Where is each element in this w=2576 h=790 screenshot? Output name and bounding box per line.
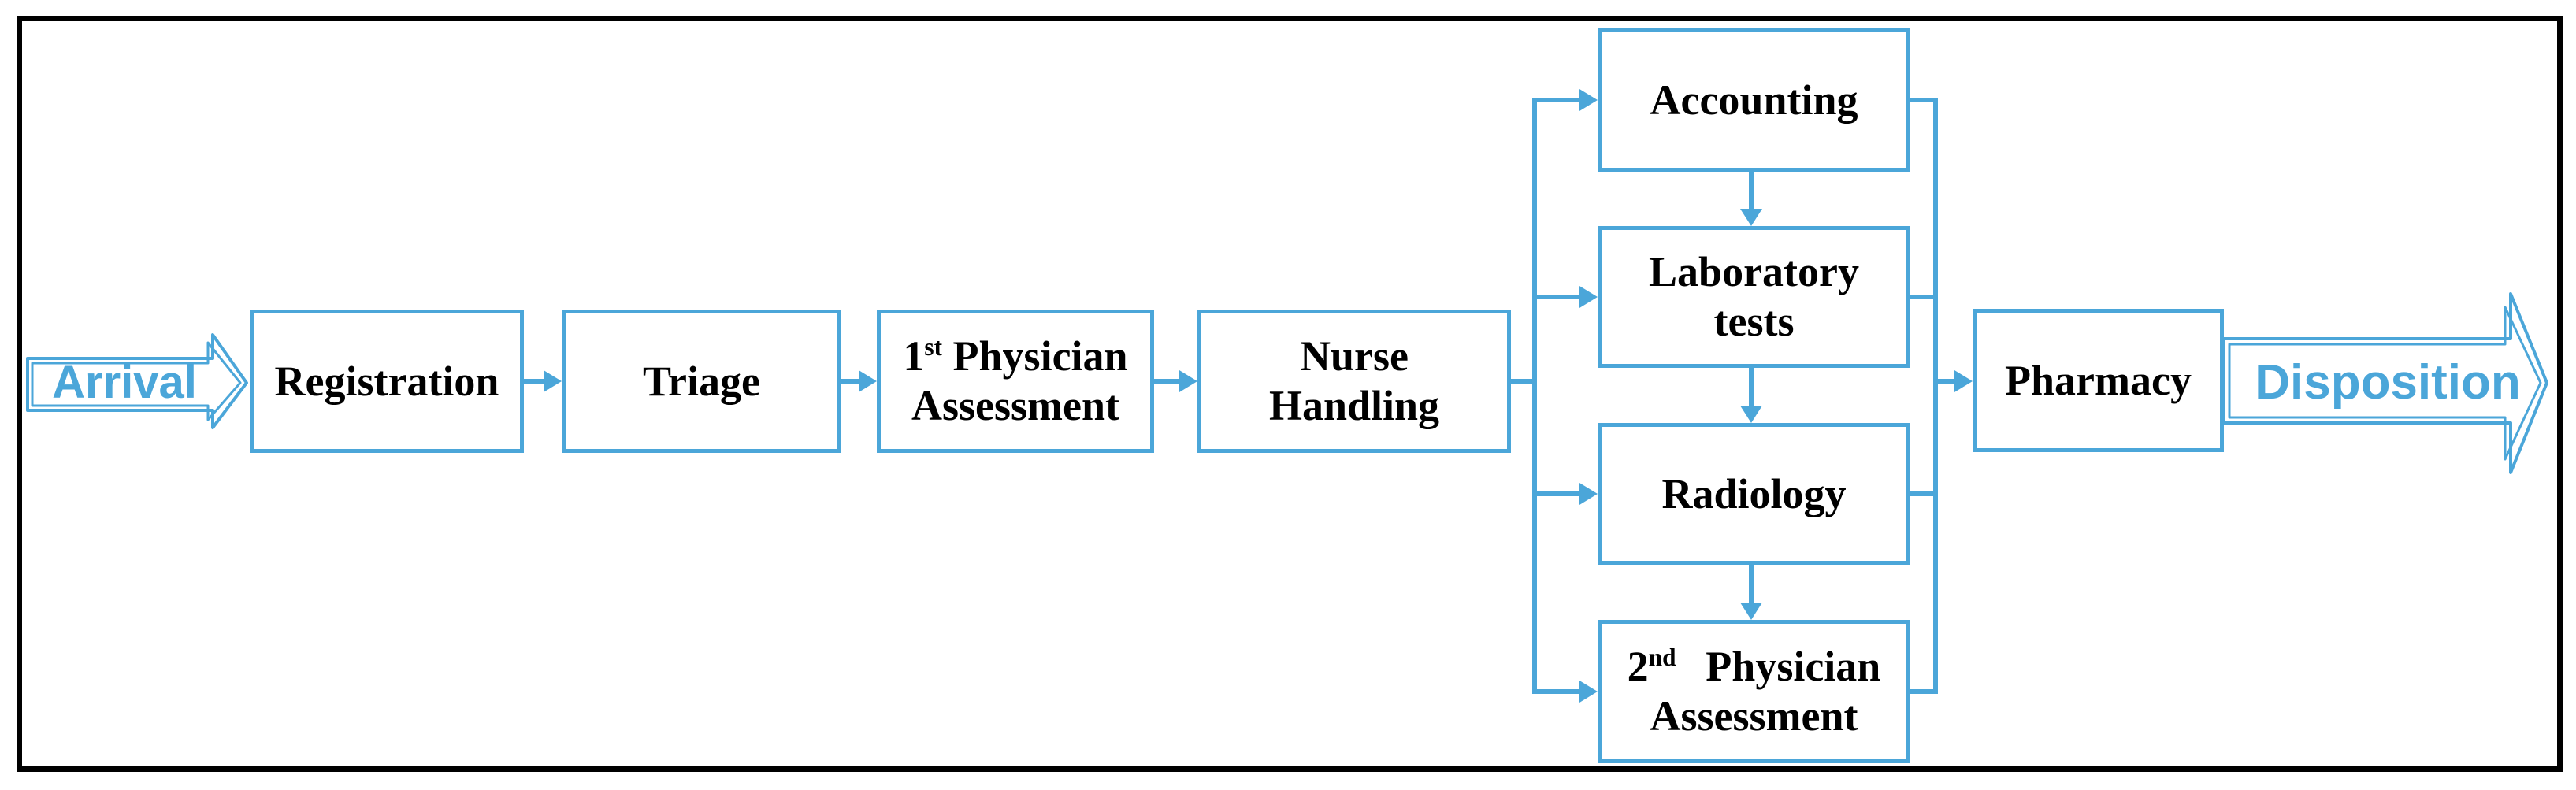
nurse-line2: Handling bbox=[1268, 382, 1440, 429]
arrow-collector-to-pharmacy bbox=[1936, 379, 1954, 384]
accounting-box: Accounting bbox=[1598, 28, 1910, 172]
line-second-assessment-to-collector bbox=[1910, 689, 1936, 694]
first-physician-line1: 1st Physician bbox=[903, 332, 1128, 380]
arrival-label: Arrival bbox=[52, 356, 197, 408]
second-physician-assessment-box: 2nd Physician Assessment bbox=[1598, 620, 1910, 763]
arrival-arrow bbox=[26, 333, 248, 429]
pharmacy-label: Pharmacy bbox=[2005, 356, 2192, 404]
registration-label: Registration bbox=[274, 357, 499, 405]
laboratory-tests-box: Laboratory tests bbox=[1598, 226, 1910, 368]
figure-border bbox=[17, 16, 2563, 772]
lab-line1: Laboratory bbox=[1649, 248, 1859, 296]
arrow-registration-to-triage bbox=[524, 379, 544, 384]
arrow-branch-to-lab bbox=[1537, 295, 1579, 299]
line-accounting-to-collector bbox=[1910, 98, 1936, 102]
triage-label: Triage bbox=[643, 357, 760, 405]
disposition-arrow bbox=[2222, 292, 2548, 474]
pharmacy-box: Pharmacy bbox=[1973, 309, 2224, 452]
lab-line2: tests bbox=[1713, 298, 1795, 345]
arrow-branch-to-second-assessment bbox=[1537, 689, 1579, 694]
arrow-triage-to-first-assessment bbox=[841, 379, 859, 384]
nurse-line1: Nurse bbox=[1300, 332, 1409, 380]
second-physician-line1: 2nd Physician bbox=[1627, 643, 1881, 691]
second-physician-line2: Assessment bbox=[1650, 692, 1858, 740]
nurse-handling-box: Nurse Handling bbox=[1197, 310, 1511, 453]
line-lab-to-collector bbox=[1910, 295, 1936, 299]
registration-box: Registration bbox=[250, 310, 524, 453]
arrow-first-assessment-to-nurse bbox=[1154, 379, 1179, 384]
triage-box: Triage bbox=[562, 310, 841, 453]
arrow-branch-to-radiology bbox=[1537, 491, 1579, 496]
collector-vertical-line bbox=[1933, 98, 1938, 694]
first-physician-assessment-box: 1st Physician Assessment bbox=[877, 310, 1154, 453]
arrow-branch-to-accounting bbox=[1537, 98, 1579, 102]
accounting-label: Accounting bbox=[1650, 76, 1858, 124]
radiology-label: Radiology bbox=[1661, 469, 1847, 517]
line-radiology-to-collector bbox=[1910, 491, 1936, 496]
radiology-box: Radiology bbox=[1598, 423, 1910, 565]
first-physician-line2: Assessment bbox=[911, 382, 1119, 429]
arrow-lab-to-radiology bbox=[1749, 368, 1754, 406]
line-nurse-to-branch bbox=[1511, 379, 1537, 384]
disposition-label: Disposition bbox=[2255, 354, 2521, 410]
branch-vertical-line bbox=[1532, 98, 1537, 694]
arrow-radiology-to-second-assessment bbox=[1749, 565, 1754, 603]
arrow-accounting-to-lab bbox=[1749, 172, 1754, 209]
